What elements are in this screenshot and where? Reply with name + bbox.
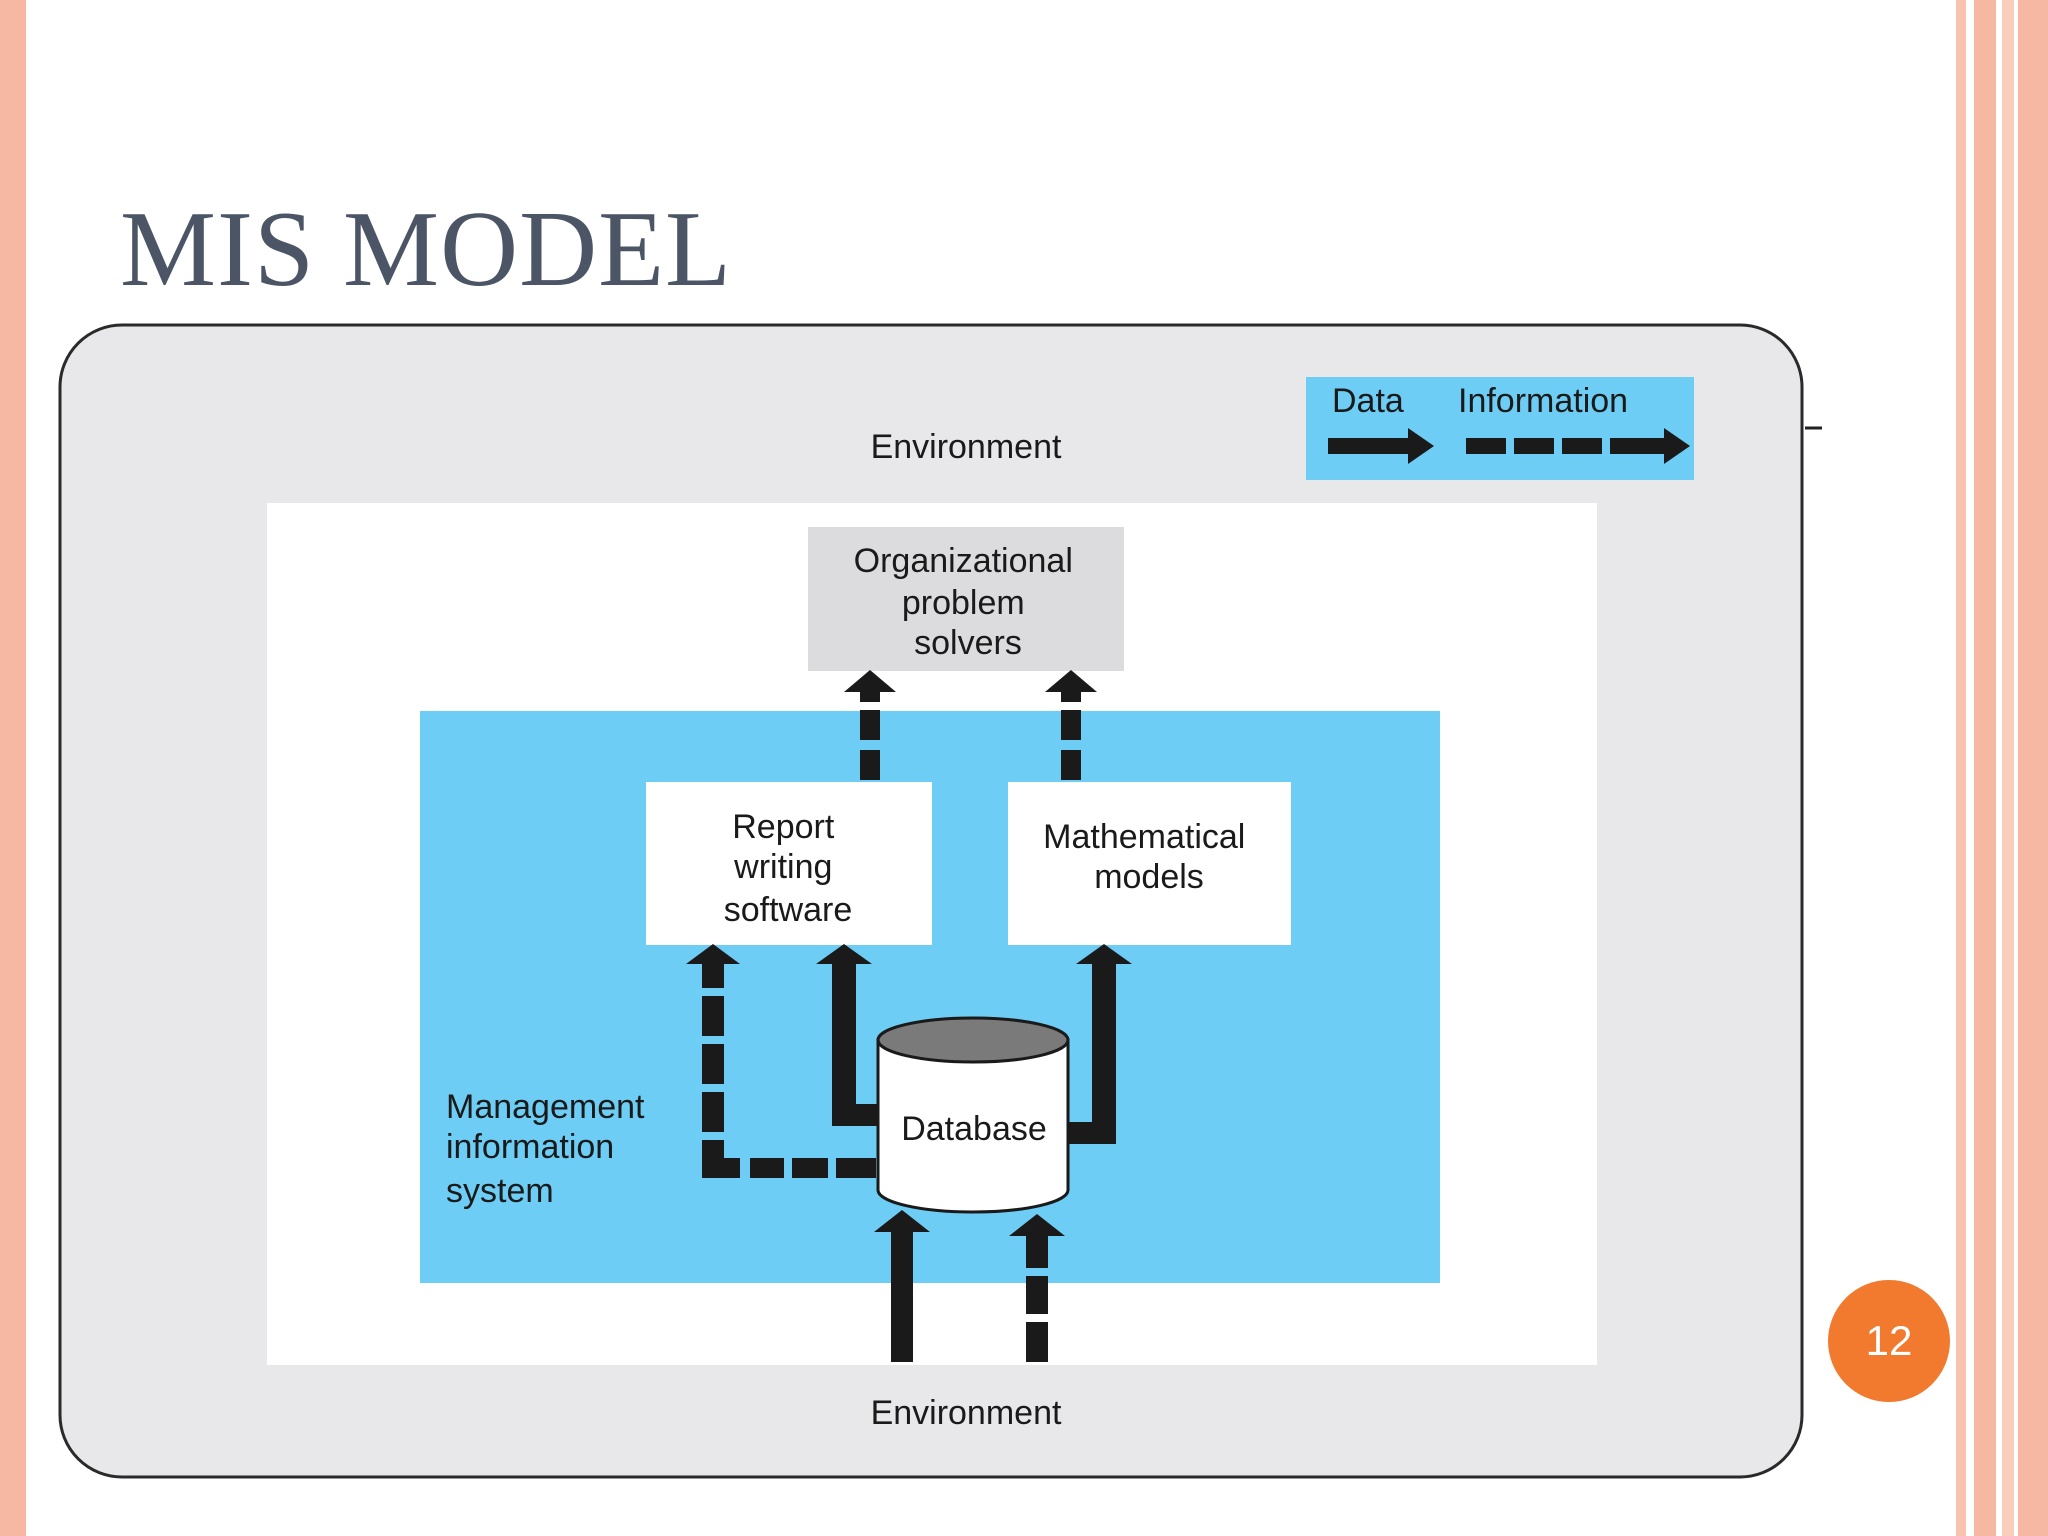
database-to-report-info-arrow-icon xyxy=(686,944,876,1178)
report-writing-software-label: Report writing software xyxy=(724,808,853,929)
mis-label: Management information system xyxy=(446,1088,654,1210)
mathematical-models-box xyxy=(1008,782,1291,945)
legend-information-label: Information xyxy=(1458,382,1628,420)
mathematical-models-label: Mathematical models xyxy=(1043,818,1255,896)
models-to-solvers-arrow-icon xyxy=(1045,670,1097,780)
slide-title: MIS MODEL xyxy=(120,190,733,309)
legend-data-arrow-icon xyxy=(1328,428,1434,464)
database-label: Database xyxy=(901,1110,1047,1148)
report-to-solvers-arrow-icon xyxy=(844,670,896,780)
report-writing-software-box xyxy=(646,782,932,945)
legend-information-arrow-icon xyxy=(1466,428,1690,464)
legend-box xyxy=(1306,377,1694,480)
page-number-badge: 12 xyxy=(1828,1280,1950,1402)
environment-label-bottom: Environment xyxy=(871,1394,1062,1432)
legend-data-label: Data xyxy=(1332,382,1404,420)
organizational-problem-solvers-box xyxy=(808,527,1124,671)
right-border-stripes xyxy=(1956,0,2048,1536)
database-to-report-data-arrow-icon xyxy=(816,944,878,1126)
database-icon xyxy=(876,1016,1070,1214)
environment-data-arrow-icon xyxy=(874,1210,930,1362)
database-to-models-data-arrow-icon xyxy=(1066,944,1132,1144)
organizational-problem-solvers-label: Organizational problem solvers xyxy=(854,542,1083,662)
environment-info-arrow-icon xyxy=(1009,1214,1065,1362)
environment-label-top: Environment xyxy=(871,428,1062,466)
left-border-strip xyxy=(0,0,26,1536)
